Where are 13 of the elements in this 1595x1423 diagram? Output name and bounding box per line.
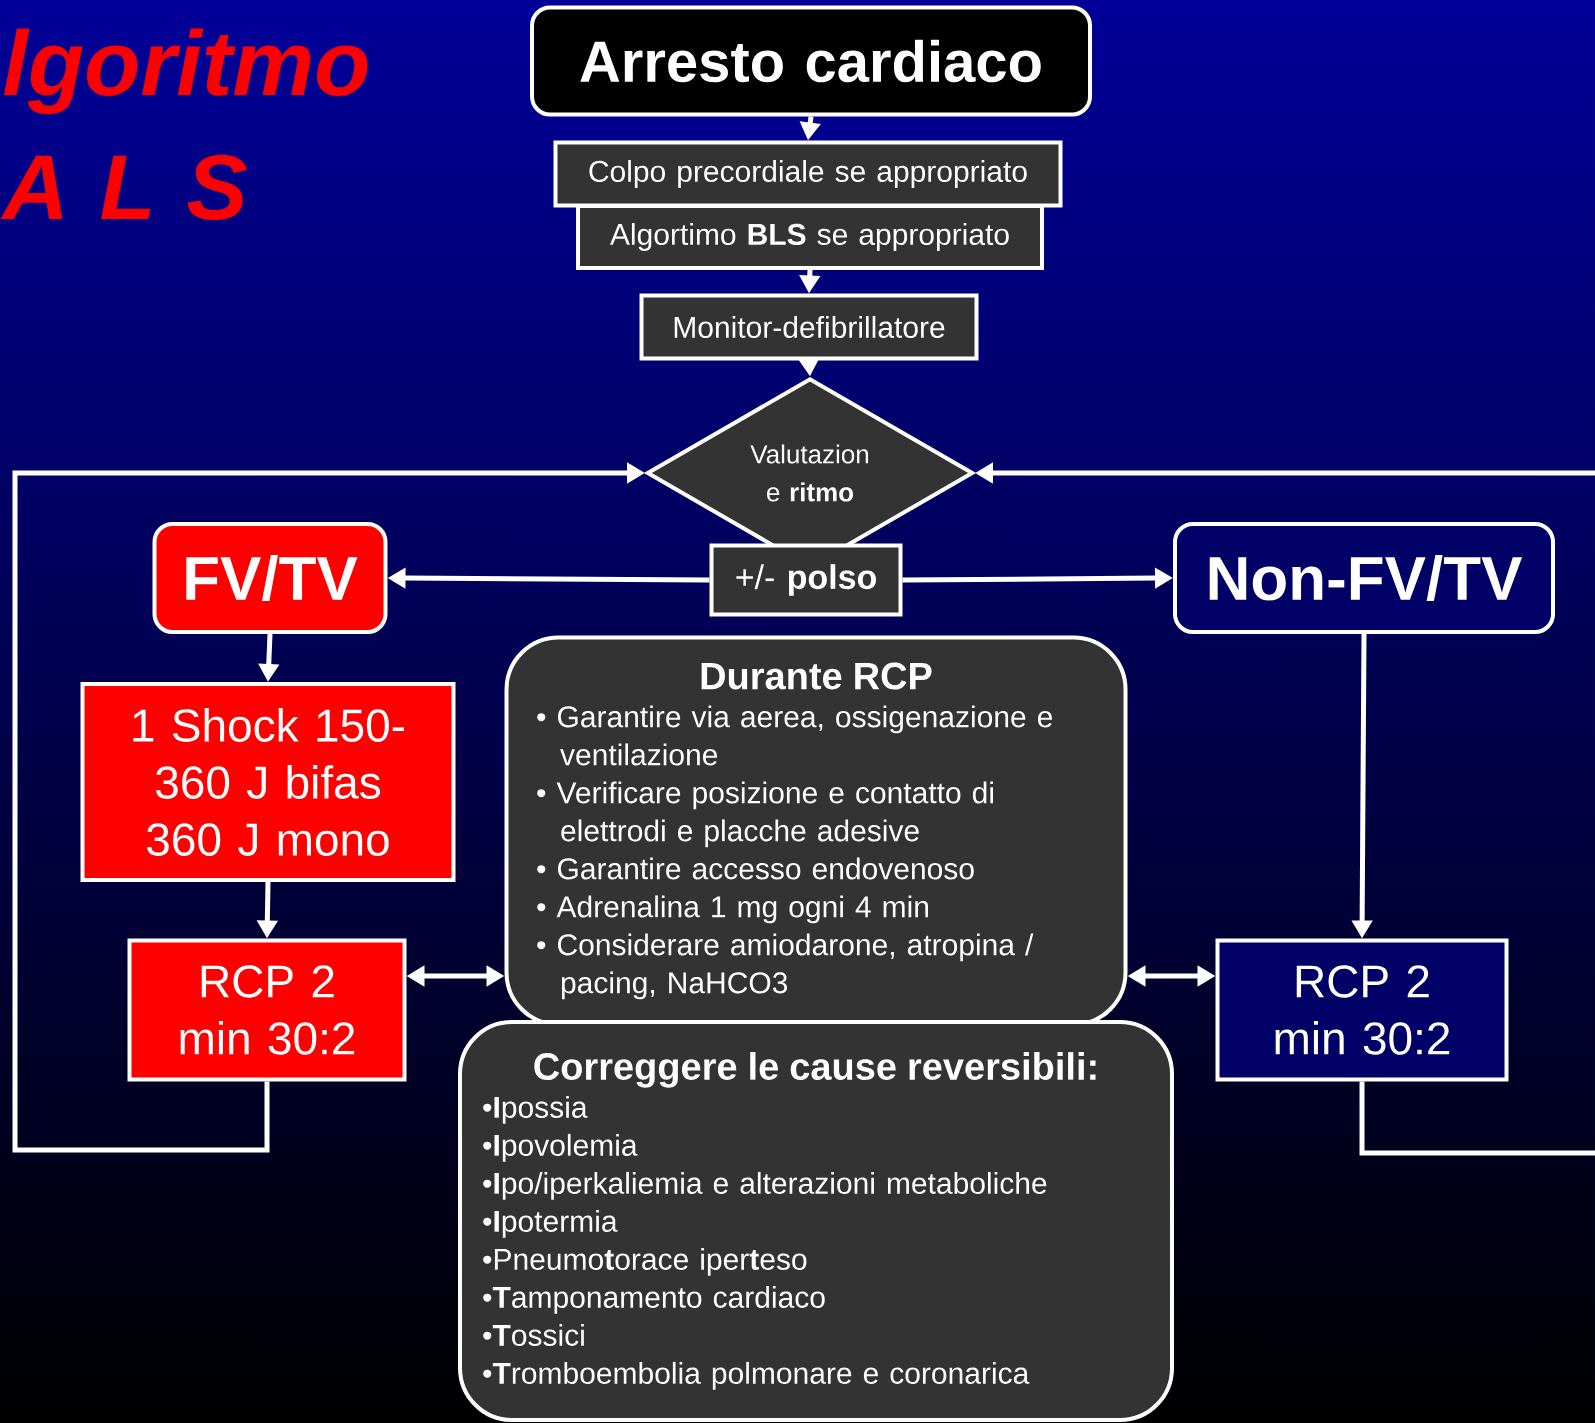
process-box: Algortimo BLS se appropriato [576,204,1044,270]
rhythm-box: Non-FV/TV [1173,522,1555,634]
process-box: Colpo precordiale se appropriato [553,140,1063,208]
title-box: Arresto cardiaco [530,5,1092,117]
cpr-box: RCP 2 min 30:2 [127,938,407,1082]
info-panel: Correggere le cause reversibili: •Ipossia •Ipovolemia •Ipo/iperkaliemia e alterazioni metaboliche •Ipotermia •Pneumotorace iperteso •Tamponamento cardiaco •Tossici •Tromboembolia polmonare e coronarica [458,1020,1174,1422]
process-box: +/- polso [709,543,903,617]
shock-box: 1 Shock 150-360 J bifas 360 J mono [80,682,456,882]
cpr-box: RCP 2 min 30:2 [1215,938,1509,1082]
process-box: Monitor-defibrillatore [639,293,979,361]
title: lgoritmo A L S [0,28,368,220]
info-panel: Durante RCP • Garantire via aerea, ossigenazione e ventilazione • Verificare posizione e contatto di elettrodi e placche adesive • Garantire accesso endovenoso • Adrenalina 1 mg ogni 4 min • Considerare amiodarone, atropina / pacing, NaHCO3 [504,635,1128,1027]
rhythm-box: FV/TV [152,522,388,634]
